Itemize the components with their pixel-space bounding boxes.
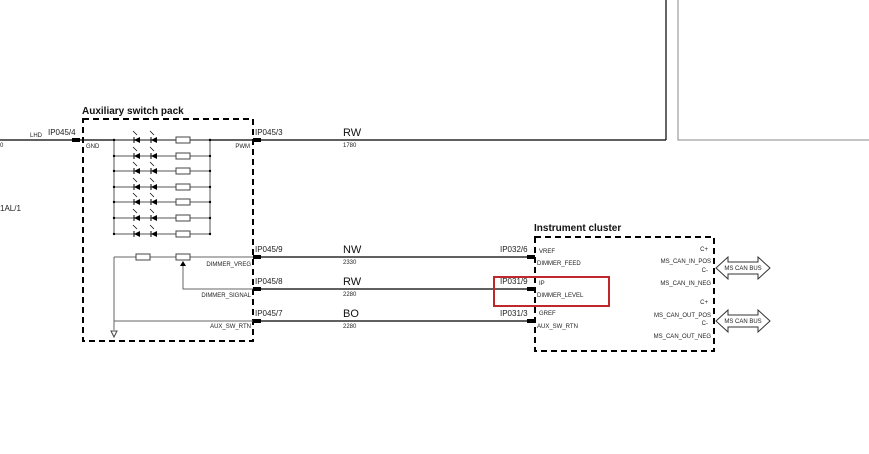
resistor: [175, 167, 191, 175]
can-bus-in-arrow: MS CAN BUS: [715, 255, 771, 281]
pin: IP032/6: [500, 245, 528, 254]
led-icon: [134, 231, 140, 237]
cluster-title: Instrument cluster: [534, 223, 621, 234]
wire-color: BO: [343, 308, 359, 320]
led-row: [112, 224, 212, 238]
led-array: [112, 130, 212, 238]
can-out-neg: MS_CAN_OUT_NEG: [654, 334, 712, 340]
dimmer-level-label: DIMMER_LEVEL: [537, 293, 584, 299]
svg-text:MS CAN BUS: MS CAN BUS: [724, 266, 761, 272]
pwm-label: PWM: [235, 144, 250, 150]
ip-label: IP: [539, 281, 545, 287]
ground-icon: [110, 330, 118, 339]
dimmer-signal-label: DIMMER_SIGNAL: [201, 293, 251, 299]
highlight-box: [493, 276, 610, 307]
gref-label: GREF: [539, 311, 556, 317]
cluster-box: [534, 236, 715, 352]
wire-rw[interactable]: IP045/8 RW 2280 IP031/9: [253, 276, 535, 298]
wire-color: RW: [343, 127, 362, 139]
wire-size: 1780: [343, 143, 357, 149]
led-row: [112, 192, 212, 206]
resistor: [135, 253, 151, 261]
pin-gnd: IP045/4: [48, 128, 76, 137]
pin: IP045/9: [255, 245, 283, 254]
wiper-arrow-icon: [180, 261, 186, 266]
frame-line: [677, 0, 869, 141]
left-ref: 1AL/1: [0, 204, 21, 213]
led-row: [112, 177, 212, 191]
c-plus: C+: [700, 247, 708, 253]
pin: IP045/7: [255, 309, 283, 318]
wire-size: 2330: [343, 260, 357, 266]
led-icon: [151, 153, 157, 159]
wire-size: 2280: [343, 324, 357, 330]
wire-color: NW: [343, 244, 362, 256]
edge-mark: 0: [0, 143, 4, 149]
wire-size: 2280: [343, 292, 357, 298]
led-icon: [151, 184, 157, 190]
connector: [253, 138, 261, 142]
led-icon: [151, 137, 157, 143]
resistor: [175, 152, 191, 160]
can-out-pos: MS_CAN_OUT_POS: [654, 313, 711, 319]
can-bus-out-arrow: MS CAN BUS: [715, 308, 771, 334]
led-icon: [134, 137, 140, 143]
led-icon: [151, 199, 157, 205]
wire-color: RW: [343, 276, 362, 288]
wire-bo[interactable]: IP045/7 BO 2280 IP031/3: [253, 308, 535, 330]
aux-pack-box: [82, 118, 254, 342]
led-icon: [134, 153, 140, 159]
led-icon: [151, 231, 157, 237]
vref-label: VREF: [539, 249, 555, 255]
led-row: [112, 161, 212, 175]
wiper-line: [182, 262, 253, 290]
led-icon: [134, 168, 140, 174]
can-in-neg: MS_CAN_IN_NEG: [660, 281, 711, 287]
led-icon: [151, 168, 157, 174]
gnd-label: GND: [86, 144, 100, 150]
led-icon: [134, 199, 140, 205]
c-minus: C-: [702, 268, 708, 274]
dimmer-vreg-label: DIMMER_VREG: [206, 262, 251, 268]
can-in-pos: MS_CAN_IN_POS: [661, 259, 711, 265]
wire-nw[interactable]: IP045/9 NW 2330 IP032/6: [253, 244, 535, 266]
aux-pack-title: Auxiliary switch pack: [82, 106, 184, 117]
pin: IP031/3: [500, 309, 528, 318]
pin-pwm: IP045/3: [255, 128, 283, 137]
resistor: [175, 198, 191, 206]
resistor: [175, 230, 191, 238]
led-icon: [134, 184, 140, 190]
resistor: [175, 183, 191, 191]
led-icon: [134, 215, 140, 221]
aux-sw-rtn-label: AUX_SW_RTN: [210, 324, 251, 330]
svg-text:MS CAN BUS: MS CAN BUS: [724, 319, 761, 325]
led-icon: [151, 215, 157, 221]
resistor: [175, 214, 191, 222]
lhd-label: LHD: [30, 133, 43, 139]
led-row: [112, 146, 212, 160]
pin: IP045/8: [255, 277, 283, 286]
led-row: [112, 130, 212, 144]
pin: IP031/9: [500, 277, 528, 286]
led-row: [112, 208, 212, 222]
potentiometer: [175, 253, 191, 261]
connector: [72, 138, 80, 142]
c-plus: C+: [700, 300, 708, 306]
dimmer-feed-label: DIMMER_FEED: [537, 261, 581, 267]
cluster-aux-sw-rtn-label: AUX_SW_RTN: [537, 324, 578, 330]
c-minus: C-: [702, 321, 708, 327]
resistor: [175, 136, 191, 144]
